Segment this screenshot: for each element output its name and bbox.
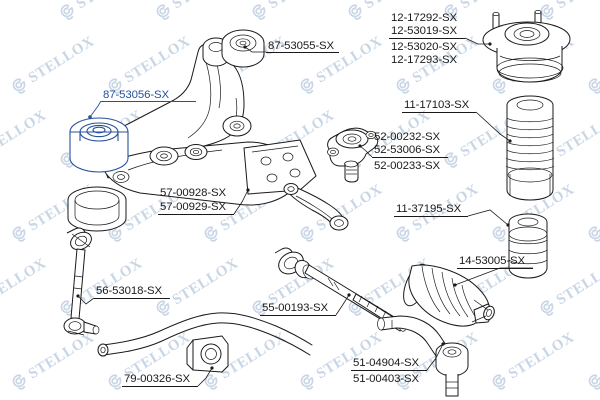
part-number-label: 51-00403-SX bbox=[353, 373, 420, 385]
label-underline bbox=[351, 370, 427, 371]
part-number-label: 52-53006-SX bbox=[374, 144, 441, 156]
part-number-label: 12-53020-SX bbox=[391, 41, 458, 53]
label-underline bbox=[372, 157, 448, 158]
part-number-label: 14-53005-SX bbox=[459, 255, 526, 267]
part-ball-joint bbox=[327, 127, 379, 183]
part-number-label: 55-00193-SX bbox=[262, 302, 329, 314]
part-rack-boot bbox=[403, 263, 495, 327]
part-number-label: 11-17103-SX bbox=[404, 99, 470, 111]
part-number-label: 79-00326-SX bbox=[124, 373, 191, 385]
part-bump-stop bbox=[508, 213, 548, 279]
part-number-label: 57-00928-SX bbox=[160, 187, 227, 199]
control-arm-eye bbox=[67, 186, 127, 232]
part-number-label: 12-17292-SX bbox=[391, 12, 458, 24]
part-number-label: 56-53018-SX bbox=[96, 285, 163, 297]
label-underline bbox=[389, 38, 465, 39]
part-number-label: 52-00233-SX bbox=[374, 160, 441, 172]
control-arm-mount-plate bbox=[243, 139, 317, 195]
control-arm-upper-boss bbox=[222, 115, 252, 137]
part-stabilizer-link bbox=[63, 227, 100, 336]
part-number-label: 12-53019-SX bbox=[391, 25, 458, 37]
control-arm-stud-boss bbox=[112, 171, 130, 183]
part-stabilizer-bushing bbox=[186, 335, 229, 373]
part-number-label: 11-37195-SX bbox=[396, 203, 462, 215]
part-strut-mount bbox=[482, 10, 571, 83]
part-control-arm bbox=[67, 29, 317, 232]
part-number-label: 87-53056-SX bbox=[103, 89, 170, 101]
leader-lines bbox=[76, 37, 533, 387]
part-bushing-front-highlight bbox=[69, 117, 129, 173]
part-number-label: 12-17293-SX bbox=[391, 54, 458, 66]
label-underline bbox=[94, 298, 170, 299]
label-underline bbox=[122, 386, 198, 387]
part-number-label: 57-00929-SX bbox=[160, 201, 227, 213]
label-underline bbox=[266, 52, 339, 53]
label-underline bbox=[158, 214, 234, 215]
part-bushing-rear bbox=[221, 29, 265, 68]
label-underline bbox=[402, 112, 476, 113]
part-tie-rod-end bbox=[377, 315, 469, 397]
part-number-label: 52-00232-SX bbox=[374, 131, 441, 143]
part-number-label: 87-53055-SX bbox=[268, 40, 335, 52]
control-arm-bolt-bosses bbox=[149, 144, 208, 166]
part-number-label: 51-04904-SX bbox=[353, 357, 420, 369]
part-stabilizer-bar bbox=[97, 312, 313, 357]
label-underline bbox=[101, 101, 196, 102]
label-underline bbox=[394, 216, 468, 217]
label-underline bbox=[260, 315, 336, 316]
part-dust-boot bbox=[505, 95, 555, 201]
part-small-link bbox=[283, 183, 349, 231]
label-underline bbox=[457, 268, 533, 269]
